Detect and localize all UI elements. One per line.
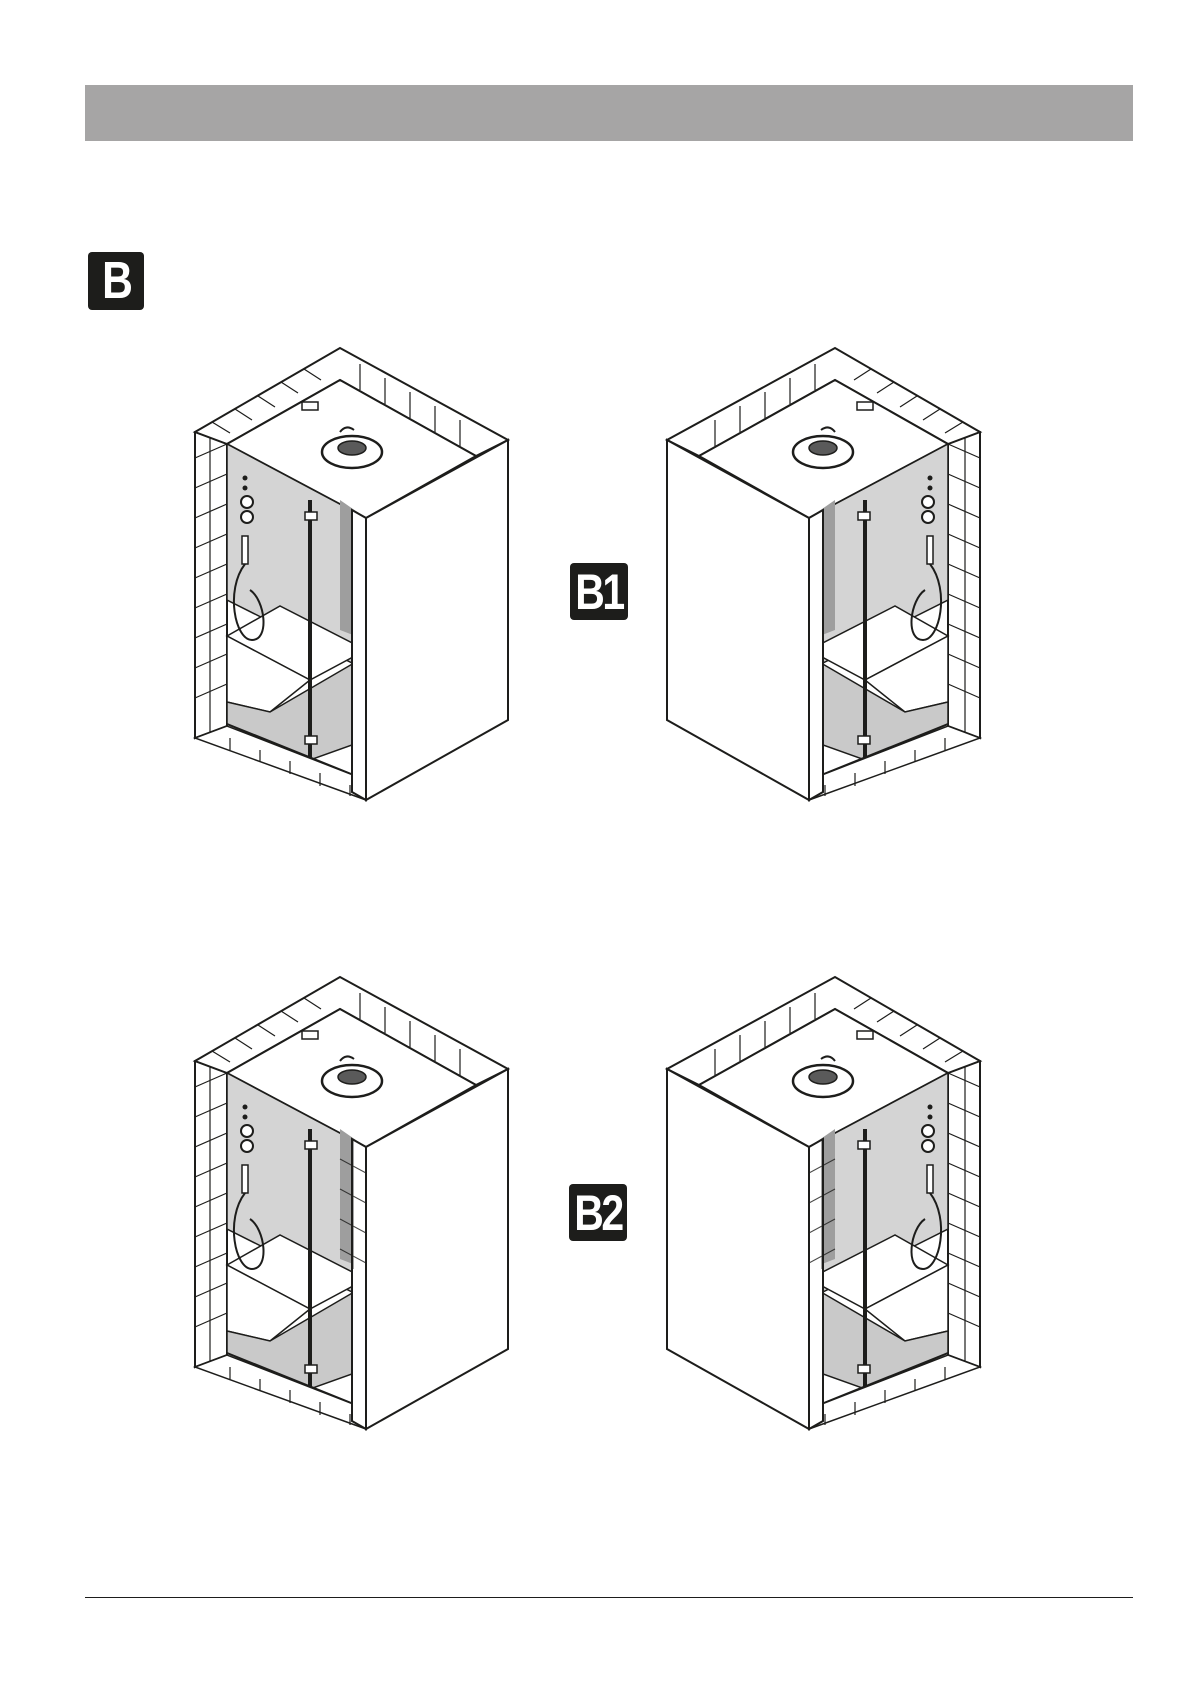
variant-badge-b1: B1 <box>570 563 628 620</box>
variant-badge-label: B1 <box>575 563 622 621</box>
variant-badge-label: B2 <box>574 1184 621 1242</box>
shower-cabin-b2-right-illustration <box>655 969 985 1439</box>
header-bar <box>85 85 1133 141</box>
footer-rule <box>85 1597 1133 1598</box>
shower-cabin-b1-right-illustration <box>655 340 985 810</box>
shower-cabin-b2-left-illustration <box>190 969 520 1439</box>
variant-badge-b2: B2 <box>569 1184 627 1241</box>
section-badge-label: B <box>102 251 130 311</box>
section-badge-b: B <box>88 252 144 310</box>
shower-cabin-b1-left-illustration <box>190 340 520 810</box>
